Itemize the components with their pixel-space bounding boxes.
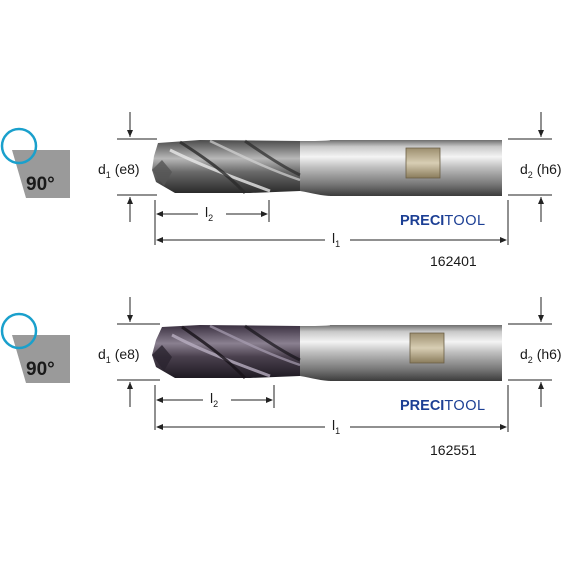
tool-group-2: 90° d1 (e8) — [0, 297, 562, 458]
flute-highlight-2 — [209, 139, 301, 182]
dimension-d2 — [508, 112, 552, 222]
tool-group-1: 90° d1 (e8) — [0, 112, 562, 269]
dimension-d2 — [508, 297, 552, 407]
flute-groove-1 — [179, 140, 247, 195]
angle-circle-icon — [0, 312, 38, 350]
shank-flat — [405, 147, 441, 179]
l1-label: l1 — [332, 230, 340, 249]
flute-highlight-1 — [171, 333, 271, 378]
brand-logo: PRECITOOL — [400, 213, 486, 229]
cutting-tip — [152, 345, 172, 371]
article-number: 162401 — [430, 253, 477, 269]
end-mill-image — [152, 324, 502, 381]
shank-flat — [409, 332, 445, 364]
dimension-d1 — [117, 297, 160, 407]
cutting-tip — [152, 160, 172, 186]
angle-badge: 90° — [0, 127, 70, 198]
shank-transition — [300, 325, 332, 381]
l1-label: l1 — [332, 417, 340, 436]
d1-label: d1 (e8) — [98, 161, 140, 180]
article-number: 162551 — [430, 442, 477, 458]
angle-label: 90° — [26, 359, 55, 380]
dimension-l1 — [156, 385, 509, 432]
flute-groove-2 — [244, 324, 301, 362]
d1-label: d1 (e8) — [98, 346, 140, 365]
brand-logo: PRECITOOL — [400, 398, 486, 414]
dimension-l1 — [156, 200, 509, 245]
dimension-d1 — [117, 112, 157, 222]
l2-label: l2 — [205, 204, 213, 223]
flute-groove-2 — [244, 139, 301, 177]
d2-label: d2 (h6) — [520, 346, 562, 365]
dimension-l2 — [154, 385, 275, 430]
flute-highlight-2 — [209, 324, 301, 367]
angle-badge: 90° — [0, 312, 70, 383]
dimension-l2 — [154, 200, 270, 245]
flute-groove-1 — [181, 325, 247, 380]
angle-label: 90° — [26, 174, 55, 195]
shank-transition — [300, 140, 332, 196]
d2-label: d2 (h6) — [520, 161, 562, 180]
end-mill-image — [152, 139, 502, 196]
flute-highlight-1 — [169, 148, 271, 193]
angle-circle-icon — [0, 127, 38, 165]
l2-label: l2 — [210, 390, 218, 409]
